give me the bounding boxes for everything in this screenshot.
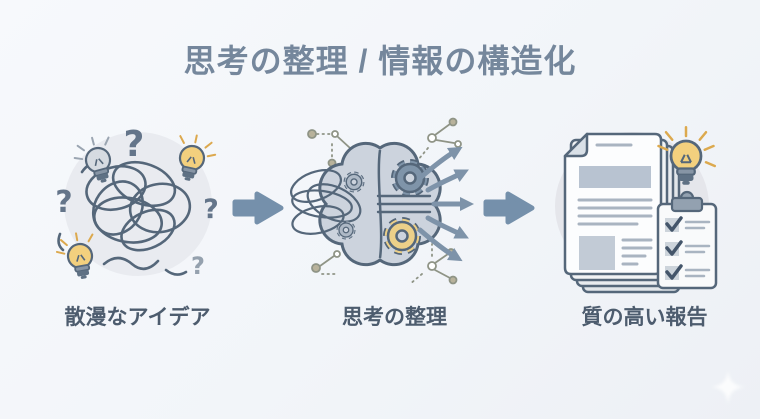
right-arrow-icon <box>483 191 535 225</box>
document-image-block <box>579 236 615 270</box>
checklist-clipboard-icon <box>656 190 718 290</box>
document-header-block <box>579 166 651 188</box>
gear-icon <box>388 222 416 250</box>
question-mark-icon: ? <box>203 194 219 225</box>
output-lines <box>376 194 434 214</box>
right-arrow-icon <box>232 191 284 225</box>
sparkle-icon <box>711 370 745 404</box>
question-mark-icon: ? <box>124 124 145 165</box>
gear-icon <box>346 174 361 189</box>
yellow-lightbulb-icon <box>178 134 217 181</box>
question-mark-icon: ? <box>191 252 205 280</box>
gray-lightbulb-icon <box>73 136 112 183</box>
checkmark-icon <box>665 216 683 280</box>
tangled-ideas-illustration: ? ? ? ? <box>55 124 219 280</box>
question-marks: ? ? ? ? <box>55 124 219 280</box>
page-title: 思考の整理 / 情報の構造化 <box>183 43 577 79</box>
question-mark-icon: ? <box>55 185 72 220</box>
documents-checklist-illustration <box>555 126 718 294</box>
input-tangle-icon <box>290 169 362 235</box>
document-stack-icon <box>563 132 681 294</box>
stage-caption-scattered-ideas: 散漫なアイデア <box>64 306 211 329</box>
gear-icon <box>339 223 353 237</box>
fan-arrows-icon <box>417 146 474 262</box>
brain-gears-illustration <box>290 117 474 285</box>
yellow-lightbulb-icon <box>657 126 716 185</box>
stage-caption-quality-report: 質の高い報告 <box>581 306 708 329</box>
yellow-lightbulb-icon <box>55 232 94 279</box>
stage-caption-organized-thinking: 思考の整理 <box>342 306 447 329</box>
